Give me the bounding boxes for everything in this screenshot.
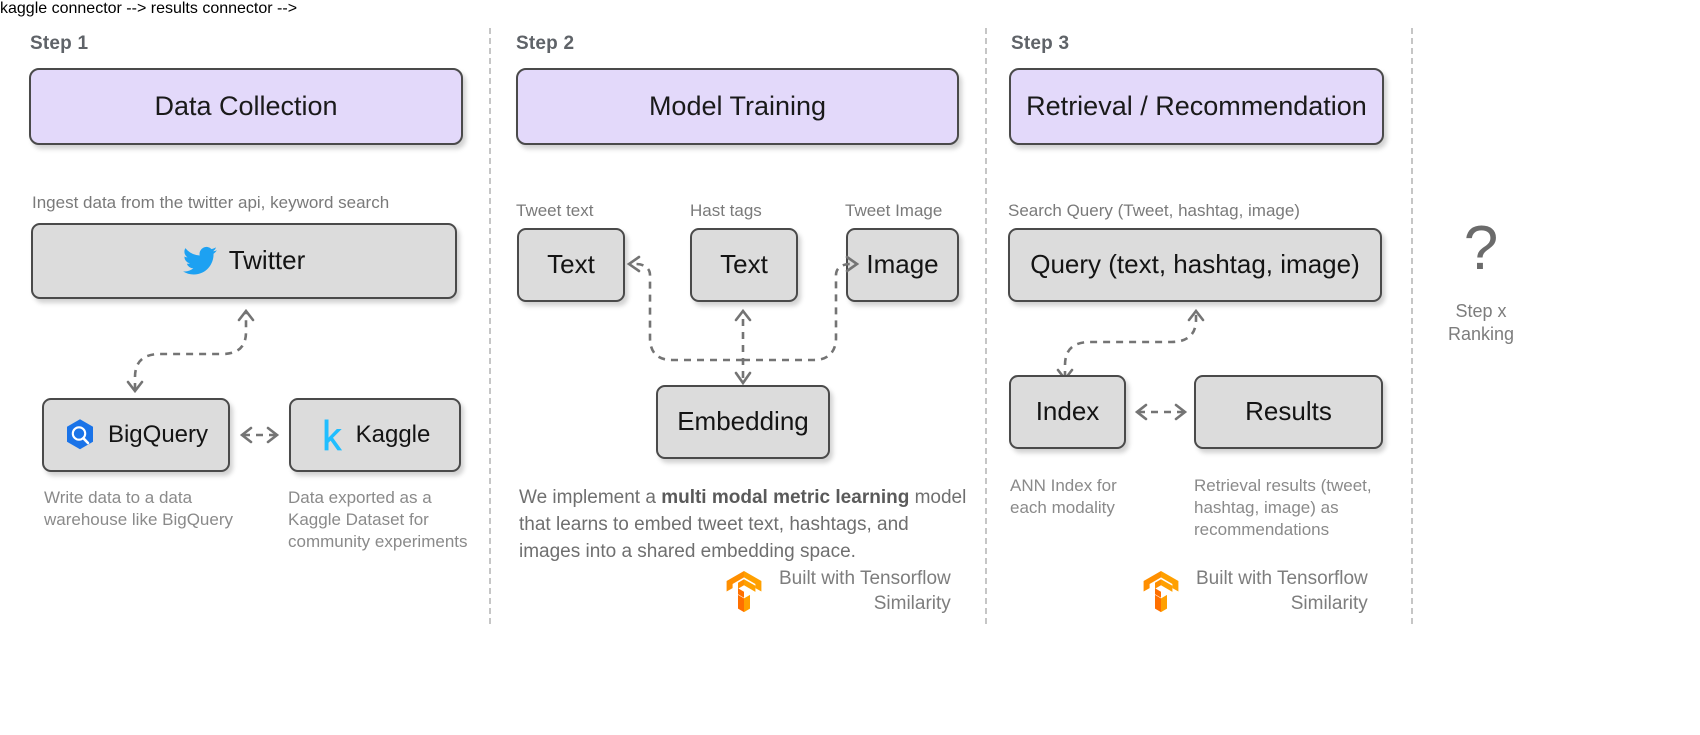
query-box[interactable]: Query (text, hashtag, image) (1008, 228, 1382, 302)
step-2-built-with-line2: Similarity (873, 592, 951, 614)
tweet-image-box[interactable]: Image (846, 228, 959, 302)
step-3-built-with-line2: Similarity (1290, 592, 1368, 614)
tweet-image-caption: Tweet Image (845, 201, 943, 220)
step-2-paragraph: We implement a multi modal metric learni… (519, 485, 971, 566)
step-2-paragraph-bold: multi modal metric learning (661, 487, 910, 508)
divider-step1-step2 (489, 28, 491, 624)
future-step-caption-line1: Step x (1455, 301, 1507, 321)
step-2-paragraph-post: model that learns to embed tweet text, h… (519, 487, 967, 562)
results-box[interactable]: Results (1194, 375, 1383, 449)
step-2-header-box: Model Training (516, 68, 959, 145)
step-3-built-with-line1: Built with Tensorflow (1196, 568, 1368, 589)
tweet-text-box[interactable]: Text (517, 228, 625, 302)
tweet-image-box-label: Image (866, 249, 939, 280)
step-2-built-with-text: Built with Tensorflow Similarity (779, 567, 951, 616)
step-3-built-with-tensorflow: Built with Tensorflow Similarity (1140, 567, 1368, 616)
tweet-text-box-label: Text (547, 249, 595, 280)
kaggle-k-icon (320, 418, 344, 452)
kaggle-caption: Data exported as a Kaggle Dataset for co… (288, 488, 468, 551)
hashtags-text-box-label: Text (720, 249, 768, 280)
step-3-built-with-text: Built with Tensorflow Similarity (1196, 567, 1368, 616)
twitter-box-label: Twitter (228, 245, 306, 276)
index-box-label: Index (1035, 396, 1100, 427)
index-box[interactable]: Index (1009, 375, 1126, 449)
embedding-box[interactable]: Embedding (656, 385, 830, 459)
search-query-caption: Search Query (Tweet, hashtag, image) (1008, 201, 1300, 220)
step-2-paragraph-pre: We implement a (519, 487, 662, 508)
step-1-label: Step 1 (30, 33, 89, 54)
tensorflow-logo-icon (723, 569, 765, 615)
step-1-header-text: Data Collection (154, 90, 338, 121)
bigquery-hexagon-icon (64, 418, 96, 452)
step-3-label: Step 3 (1011, 33, 1070, 54)
embedding-box-label: Embedding (677, 406, 809, 437)
divider-step3-future (1411, 28, 1413, 624)
step-2-label: Step 2 (516, 33, 575, 54)
query-box-label: Query (text, hashtag, image) (1030, 249, 1360, 280)
step-1-header-box: Data Collection (29, 68, 463, 145)
index-caption: ANN Index for each modality (1010, 476, 1117, 517)
tensorflow-logo-icon (1140, 569, 1182, 615)
kaggle-box[interactable]: Kaggle (289, 398, 461, 472)
bigquery-box-label: BigQuery (107, 421, 209, 449)
twitter-bird-icon (182, 246, 217, 276)
divider-step2-step3 (985, 28, 987, 624)
results-box-label: Results (1245, 396, 1332, 427)
results-caption: Retrieval results (tweet, hashtag, image… (1194, 476, 1372, 539)
bigquery-box[interactable]: BigQuery (42, 398, 230, 472)
twitter-box[interactable]: Twitter (31, 223, 457, 299)
kaggle-box-label: Kaggle (355, 421, 431, 449)
future-step-caption-line2: Ranking (1447, 324, 1515, 345)
step-2-header-text: Model Training (648, 90, 827, 121)
step-3-header-text: Retrieval / Recommendation (1026, 90, 1367, 121)
future-step-question-mark: ? (1463, 214, 1499, 283)
future-step-caption: Step x Ranking (1401, 300, 1561, 347)
step-3-header-box: Retrieval / Recommendation (1009, 68, 1384, 145)
hash-tags-caption: Hast tags (690, 201, 762, 220)
step-1-intro-caption: Ingest data from the twitter api, keywor… (32, 193, 390, 212)
step-2-built-with-line1: Built with Tensorflow (779, 568, 951, 589)
tweet-text-caption: Tweet text (516, 201, 594, 220)
step-2-built-with-tensorflow: Built with Tensorflow Similarity (723, 567, 951, 616)
bigquery-caption: Write data to a data warehouse like BigQ… (44, 488, 233, 529)
hashtags-text-box[interactable]: Text (690, 228, 798, 302)
